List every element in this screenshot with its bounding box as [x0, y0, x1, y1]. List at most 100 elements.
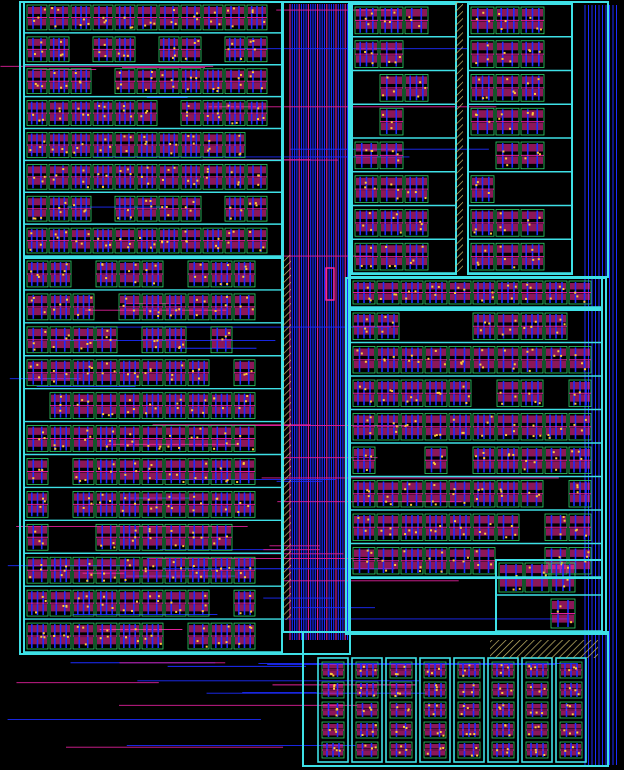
cell-contact — [231, 122, 234, 125]
cell-contact — [59, 403, 62, 406]
cell-contact — [431, 500, 434, 503]
std-cell — [202, 100, 224, 126]
cell-contact — [442, 747, 445, 750]
cell-contact — [149, 595, 152, 598]
cell-contact — [119, 170, 122, 173]
cell-contact — [193, 41, 196, 44]
cell-contact — [246, 395, 249, 398]
cell-contact — [434, 349, 437, 352]
cell-poly-bottom — [235, 439, 254, 447]
std-cell — [202, 68, 224, 95]
cell-contact — [131, 440, 134, 443]
std-cell — [158, 36, 180, 63]
cell-contact — [134, 529, 137, 532]
cell-contact — [192, 200, 195, 203]
cell-poly-top — [226, 230, 244, 238]
std-cell — [26, 227, 48, 254]
cell-poly-bottom — [120, 406, 139, 414]
cell-contact — [394, 563, 397, 566]
cell-contact — [128, 242, 131, 245]
std-cell — [400, 547, 424, 575]
cell-contact — [175, 473, 178, 476]
std-cell — [568, 379, 592, 407]
cell-contact — [123, 54, 126, 57]
cell-contact — [87, 113, 90, 116]
cell-poly-bottom — [235, 373, 254, 381]
cell-contact — [124, 497, 127, 500]
std-cell — [224, 36, 246, 63]
cell-contact — [33, 53, 36, 56]
std-cell — [423, 681, 447, 699]
cell-poly-top — [426, 348, 446, 356]
cell-contact — [101, 263, 104, 266]
cell-contact — [542, 571, 545, 574]
cell-contact — [385, 245, 388, 248]
cell-poly-top — [498, 382, 518, 390]
cell-contact — [568, 687, 571, 690]
cell-contact — [528, 49, 531, 52]
std-cell — [246, 68, 268, 95]
cell-contact — [435, 704, 438, 707]
cell-contact — [421, 245, 424, 248]
cell-contact — [225, 480, 228, 483]
std-cell — [496, 346, 520, 374]
std-cell — [92, 4, 114, 31]
cell-contact — [484, 321, 487, 324]
cell-contact — [428, 557, 431, 560]
cell-poly-top — [450, 549, 470, 557]
cell-contact — [439, 433, 442, 436]
cell-contact — [84, 209, 87, 212]
std-cell — [164, 589, 187, 617]
std-cell — [448, 480, 472, 508]
cell-contact — [583, 368, 586, 371]
std-cell — [210, 556, 233, 584]
cell-contact — [99, 149, 102, 152]
cell-contact — [560, 563, 563, 566]
cell-poly-bottom — [235, 307, 254, 316]
cell-contact — [176, 407, 179, 410]
cell-contact — [544, 574, 547, 577]
bottom-column-outline — [453, 657, 485, 763]
cell-contact — [462, 704, 465, 707]
cell-poly-bottom — [182, 241, 200, 249]
cell-poly-bottom — [97, 340, 116, 349]
cell-contact — [196, 436, 199, 439]
cell-contact — [84, 438, 87, 441]
std-cell — [118, 458, 141, 485]
cell-contact — [204, 276, 207, 279]
cell-contact — [580, 457, 583, 460]
cell-contact — [251, 11, 254, 14]
std-cell — [187, 260, 210, 288]
cell-contact — [396, 673, 399, 676]
cell-poly-bottom — [189, 274, 208, 283]
std-cell — [224, 163, 246, 190]
cell-contact — [506, 666, 509, 669]
std-cell — [114, 36, 136, 63]
cell-poly-top — [497, 245, 518, 253]
cell-poly-top — [28, 7, 46, 14]
cell-contact — [239, 501, 242, 504]
cell-contact — [484, 532, 487, 535]
cell-poly-bottom — [378, 293, 398, 300]
cell-contact — [404, 424, 407, 427]
cell-contact — [462, 385, 465, 388]
cell-contact — [106, 329, 109, 332]
cell-contact — [406, 424, 409, 427]
cell-contact — [391, 390, 394, 393]
cell-contact — [587, 551, 590, 554]
cell-contact — [418, 570, 421, 573]
cell-contact — [236, 442, 239, 445]
cell-contact — [242, 275, 245, 278]
cell-poly-bottom — [323, 671, 343, 676]
cell-poly-bottom — [526, 578, 548, 587]
cell-contact — [338, 749, 341, 752]
cell-contact — [426, 752, 429, 755]
cell-poly-bottom — [94, 18, 112, 26]
cell-contact — [513, 92, 516, 95]
cell-contact — [463, 288, 466, 291]
cell-contact — [55, 174, 58, 177]
std-cell — [26, 293, 49, 321]
cell-poly-top — [28, 559, 47, 567]
cell-poly-top — [97, 361, 116, 370]
cell-contact — [485, 96, 488, 99]
